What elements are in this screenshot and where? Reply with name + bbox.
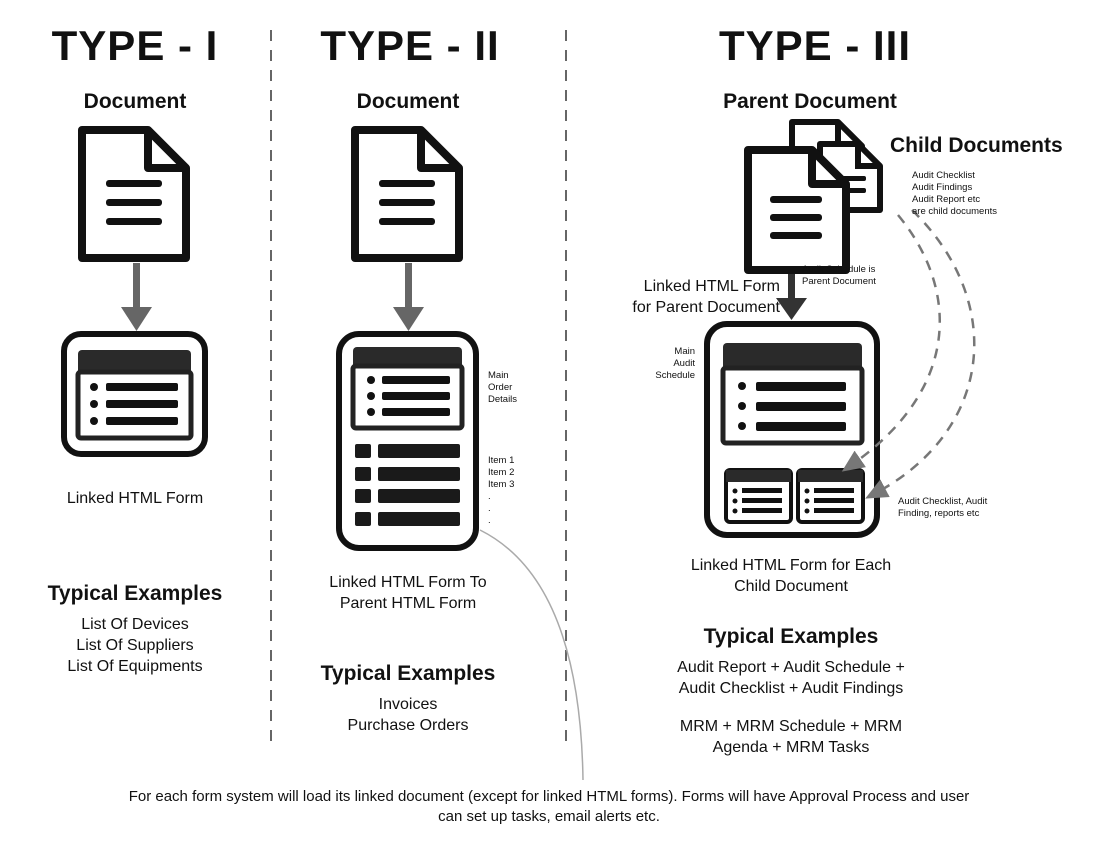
footer-line: For each form system will load its linke… xyxy=(128,788,970,805)
example-item: Invoices xyxy=(378,696,438,713)
form-icon-type3 xyxy=(704,321,880,538)
note-line: Main xyxy=(488,370,509,381)
type3-parent-form-label: Linked HTML Form for Parent Document xyxy=(590,276,780,318)
dashed-arrow-2 xyxy=(865,209,976,499)
note-line: . xyxy=(488,515,491,526)
parent-document-icon xyxy=(744,146,850,274)
example-item: List Of Suppliers xyxy=(76,637,194,654)
note-line: Details xyxy=(488,394,518,405)
curved-connector xyxy=(479,529,584,781)
dashed-arrow-1 xyxy=(841,214,942,472)
type3-main-note: Main Audit Schedule xyxy=(640,346,695,382)
type3-schedule-note: Audit Schedule is Parent Document xyxy=(802,264,912,288)
type1-document-label: Document xyxy=(83,90,187,113)
type2-examples: Typical Examples Invoices Purchase Order… xyxy=(298,662,518,736)
example-item: Purchase Orders xyxy=(347,717,469,734)
type3-child-label: Child Documents xyxy=(890,134,1063,157)
type2-main-note: Main Order Details xyxy=(488,370,548,406)
document-icon-type1 xyxy=(78,126,190,262)
note-line: are child documents xyxy=(912,206,998,217)
down-arrow-icon-type2 xyxy=(393,263,424,331)
example-item: Audit Report + Audit Schedule + xyxy=(677,659,905,676)
type3-examples: Typical Examples Audit Report + Audit Sc… xyxy=(640,625,942,758)
type3-child-form-label: Linked HTML Form for Each Child Document xyxy=(660,555,922,597)
note-line: Main xyxy=(674,346,695,357)
note-line: Audit Checklist xyxy=(912,170,975,181)
note-line: Audit Schedule is xyxy=(802,264,876,275)
label-line: Child Document xyxy=(734,578,848,595)
type1-examples: Typical Examples List Of Devices List Of… xyxy=(25,582,245,677)
example-item: MRM + MRM Schedule + MRM xyxy=(679,718,903,735)
footer-line: can set up tasks, email alerts etc. xyxy=(438,808,660,825)
type2-form-label: Linked HTML Form To Parent HTML Form xyxy=(298,572,518,614)
down-arrow-icon-type1 xyxy=(121,263,152,331)
note-line: Item 3 xyxy=(488,479,515,490)
type2-document-label: Document xyxy=(356,90,460,113)
label-line: Linked HTML Form xyxy=(643,278,780,295)
type3-examples-title: Typical Examples xyxy=(703,625,879,648)
type2-item-note: Item 1 Item 2 Item 3 . . . xyxy=(488,455,548,527)
document-icon-type2 xyxy=(351,126,463,262)
type1-title: TYPE - I xyxy=(51,22,219,69)
label-line: Parent HTML Form xyxy=(339,595,477,612)
type3-child-note: Audit Checklist Audit Findings Audit Rep… xyxy=(912,170,1032,218)
example-item: Agenda + MRM Tasks xyxy=(712,739,870,756)
example-item: List Of Devices xyxy=(81,616,189,633)
type3-parent-label: Parent Document xyxy=(723,90,897,113)
note-line: Audit Findings xyxy=(912,182,973,193)
note-line: Order xyxy=(488,382,513,393)
label-line: Linked HTML Form for Each xyxy=(690,557,892,574)
note-line: Audit Checklist, Audit xyxy=(898,496,988,507)
note-line: . xyxy=(488,491,491,502)
note-line: Item 2 xyxy=(488,467,515,478)
type2-title: TYPE - II xyxy=(320,22,500,69)
type2-examples-title: Typical Examples xyxy=(320,662,496,685)
form-icon-type1 xyxy=(61,331,208,457)
note-line: Parent Document xyxy=(802,276,876,287)
note-line: Audit xyxy=(673,358,695,369)
note-line: Schedule xyxy=(655,370,695,381)
note-line: Finding, reports etc xyxy=(898,508,980,519)
example-item: Audit Checklist + Audit Findings xyxy=(678,680,904,697)
note-line: . xyxy=(488,503,491,514)
form-icon-type2 xyxy=(336,331,479,551)
type1-examples-title: Typical Examples xyxy=(47,582,223,605)
down-arrow-icon-type3 xyxy=(776,274,807,320)
label-line: for Parent Document xyxy=(632,299,780,316)
note-line: Audit Report etc xyxy=(912,194,981,205)
note-line: Item 1 xyxy=(488,455,515,466)
footer-note: For each form system will load its linke… xyxy=(20,787,1078,827)
example-item: List Of Equipments xyxy=(67,658,203,675)
type3-title: TYPE - III xyxy=(718,22,912,69)
type1-form-label: Linked HTML Form xyxy=(66,490,204,507)
label-line: Linked HTML Form To xyxy=(329,574,487,591)
type3-child-form-note: Audit Checklist, Audit Finding, reports … xyxy=(898,496,1018,520)
